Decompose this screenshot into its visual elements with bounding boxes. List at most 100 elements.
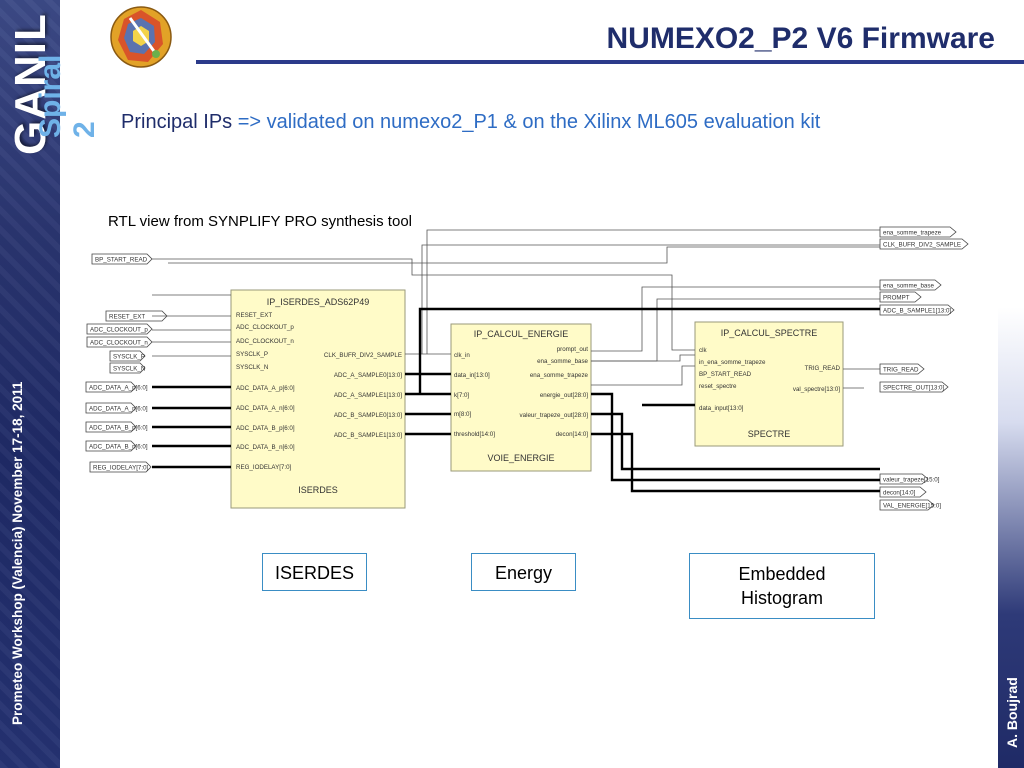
right-port-label: valeur_trapeze[15:0] [883,477,940,484]
right-port-flag [879,304,955,316]
right-port-label: VAL_ENERGIE[15:0] [883,503,941,510]
left-port-label: ADC_DATA_A_n[6:0] [89,406,148,413]
rtl-caption: RTL view from SYNPLIFY PRO synthesis too… [108,213,412,230]
histogram-callout-line1: Embedded [738,564,826,584]
right-port-label: ADC_B_SAMPLE1[13:0] [883,308,951,315]
right-port-label: PROMPT [883,295,910,302]
energie-footer: VOIE_ENERGIE [487,453,554,463]
energie-input-pin-label: clk_in [454,352,470,359]
right-port-label: ena_somme_trapeze [883,230,942,237]
energie-title: IP_CALCUL_ENERGIE [474,329,569,339]
energie-input-pin-label: data_in[13:0] [454,372,490,379]
iserdes-input-pin-label: ADC_DATA_A_p[6:0] [236,385,295,392]
left-port-flag [85,440,137,452]
spectre-input-pin-label: clk [699,347,707,354]
right-port-label: decon[14:0] [883,490,916,497]
histogram-callout: Embedded Histogram [689,553,875,619]
left-branding-bar: GANIL Spiral 2 Prometeo Workshop (Valenc… [0,0,101,768]
left-port-flags: BP_START_READ RESET_EXT ADC_CLOCKOUT_pADC_… [85,253,168,473]
right-port-flag [879,499,935,511]
energie-output-pin-label: valeur_trapeze_out[28:0] [520,412,589,419]
energy-callout: Energy [471,553,576,591]
right-port-flag [879,473,929,485]
iserdes-input-pin-label: ADC_DATA_B_p[6:0] [236,425,295,432]
spectre-output-pin-label: TRIG_READ [805,365,841,372]
left-port-label: SYSCLK_P [113,354,145,361]
energie-input-pin-label: k[7:0] [454,392,469,399]
left-port-label: RESET_EXT [109,314,145,321]
left-port-label: ADC_CLOCKOUT_n [90,340,148,347]
left-port-label: ADC_CLOCKOUT_p [90,327,148,334]
iserdes-input-pin-label: ADC_CLOCKOUT_p [236,324,294,331]
energie-output-pin-label: prompt_out [557,346,589,353]
right-port-label: CLK_BUFR_DIV2_SAMPLE [883,242,961,249]
left-port-label: REG_IODELAY[7:0] [93,465,149,472]
left-port-flag [109,350,146,362]
spectre-block [694,321,844,447]
energie-input-pin-label: m[8:0] [454,411,471,418]
iserdes-callout-label: ISERDES [274,563,355,583]
left-port-flag [89,461,152,473]
title-underline [196,60,1024,64]
energy-callout-label: Energy [494,563,553,583]
energie-block [450,323,592,472]
energie-input-pins: clk_indata_in[13:0]k[7:0]m[8:0]threshold… [454,352,495,438]
iserdes-input-pin-label: ADC_DATA_B_n[6:0] [236,444,295,451]
histogram-callout-line2: Histogram [740,588,824,608]
left-port-label: ADC_DATA_A_p[6:0] [89,385,148,392]
sidebar-background-texture [0,0,60,768]
spectre-input-pin-label: BP_START_READ [699,371,752,378]
iserdes-input-pin-label: RESET_EXT [236,312,272,319]
iserdes-input-pin-label: ADC_CLOCKOUT_n [236,338,294,345]
right-port-flag [879,291,922,303]
left-port-flag [85,381,137,393]
right-port-flag [879,486,927,498]
bus-wires [152,307,880,493]
right-port-flag [879,226,957,238]
left-port-label: BP_START_READ [95,257,148,264]
right-decor-bar [998,0,1024,768]
subtitle-highlight: => validated on numexo2_P1 & on the Xili… [237,111,821,133]
left-port-flag [91,253,153,265]
iserdes-block [230,289,406,509]
left-port-label: ADC_DATA_B_p[6:0] [89,425,148,432]
iserdes-output-pin-label: ADC_A_SAMPLE1[13:0] [334,392,402,399]
thin-wires [152,229,880,389]
right-port-flag [879,381,949,393]
iserdes-input-pins: RESET_EXT ADC_CLOCKOUT_pADC_CLOCKOUT_nSYS… [236,312,295,471]
iserdes-output-pin-label: ADC_A_SAMPLE0[13:0] [334,372,402,379]
energie-output-pins: prompt_outena_somme_baseena_somme_trapez… [520,346,589,438]
author-label: A. Boujrad [1004,677,1020,748]
iserdes-output-pin-label: ADC_B_SAMPLE1[13:0] [334,432,402,439]
energie-output-pin-label: decon[14:0] [556,431,589,438]
right-port-flag [879,363,925,375]
slide-title: NUMEXO2_P2 V6 Firmware [606,22,996,55]
right-port-flags: ena_somme_trapezeCLK_BUFR_DIV2_SAMPLEena… [879,226,969,511]
spectre-output-pins: TRIG_READ val_spectre[13:0] [793,365,841,393]
iserdes-output-pin-label: CLK_BUFR_DIV2_SAMPLE [324,352,402,359]
right-port-label: SPECTRE_OUT[13:0] [883,385,944,392]
spectre-footer: SPECTRE [748,429,791,439]
left-port-flag [109,362,146,374]
left-port-flag [86,336,153,348]
left-port-label: SYSCLK_N [113,366,145,373]
iserdes-footer: ISERDES [298,485,338,495]
iserdes-callout: ISERDES [262,553,367,591]
iserdes-input-pin-label: REG_IODELAY[7:0] [236,464,292,471]
iserdes-input-pin-label: ADC_DATA_A_n[6:0] [236,405,295,412]
event-label: Prometeo Workshop (Valencia) November 17… [10,381,25,725]
left-port-flag [85,402,137,414]
rtl-schematic: IP_ISERDES_ADS62P49 ISERDES IP_CALCUL_EN… [85,226,969,511]
iserdes-input-pin-label: SYSCLK_N [236,364,268,371]
spectre-input-pin-label: reset_spectre [699,383,737,390]
left-port-label: ADC_DATA_B_n[6:0] [89,444,148,451]
spectre-output-pin-label: val_spectre[13:0] [793,386,840,393]
left-port-flag [105,310,168,322]
iserdes-title: IP_ISERDES_ADS62P49 [267,297,370,307]
iserdes-input-pin-label: SYSCLK_P [236,351,268,358]
energie-output-pin-label: ena_somme_trapeze [530,372,589,379]
ganil-emblem-icon [110,6,172,68]
spectre-title: IP_CALCUL_SPECTRE [721,328,818,338]
left-port-flag [86,323,153,335]
right-port-label: ena_somme_base [883,283,934,290]
